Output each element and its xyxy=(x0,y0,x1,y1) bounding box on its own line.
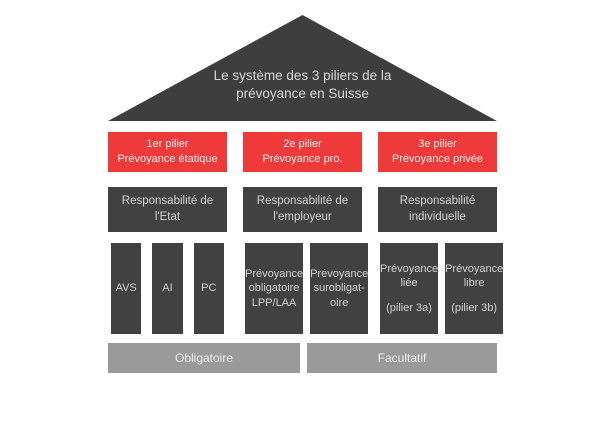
pillar-2-responsibility-line2: l'employeur xyxy=(273,210,332,223)
footer-obligatoire-label: Obligatoire xyxy=(174,351,234,365)
column-label-line: libre xyxy=(463,277,485,290)
column-prevoyance-surobligatoire: Prévoyance surobligat- oire xyxy=(310,243,369,334)
footer-obligatoire-bar: Obligatoire xyxy=(108,343,300,373)
pillar-3-columns: Prévoyance liée (pilier 3a) Prévoyance l… xyxy=(378,243,504,334)
column-label-line: Prévoyance xyxy=(380,263,439,276)
column-label-line: obligatoire xyxy=(248,282,300,295)
pillar-1-responsibility-line1: Responsabilité de xyxy=(121,194,214,207)
pillar-2-responsibility-line1: Responsabilité de xyxy=(256,194,349,207)
pillar-3-header: 3e pilier Prévoyance privée xyxy=(378,132,497,172)
column-avs: AVS xyxy=(111,243,142,334)
pillar-1-columns: AVS AI PC xyxy=(108,243,227,334)
diagram-title: Le système des 3 piliers de la prévoyanc… xyxy=(108,67,497,102)
column-ai: AI xyxy=(152,243,183,334)
diagram-title-line2: prévoyance en Suisse xyxy=(236,85,369,101)
column-prevoyance-obligatoire: Prévoyance obligatoire LPP/LAA xyxy=(245,243,304,334)
column-sublabel: (pilier 3b) xyxy=(451,301,498,314)
pillar-1-responsibility: Responsabilité de l'Etat xyxy=(108,187,227,232)
footer-facultatif-bar: Facultatif xyxy=(307,343,497,373)
column-label-line: LPP/LAA xyxy=(251,296,297,309)
diagram-title-line1: Le système des 3 piliers de la xyxy=(213,68,392,83)
pillar-1-header-line1: 1er pilier xyxy=(146,137,189,150)
pillar-3-responsibility-line1: Responsabilité xyxy=(399,194,476,207)
column-label-line: liée xyxy=(400,277,418,290)
pillar-2-columns: Prévoyance obligatoire LPP/LAA Prévoyanc… xyxy=(243,243,369,334)
pillar-3-responsibility: Responsabilité individuelle xyxy=(378,187,497,232)
pillar-2-header-line2: Prévoyance pro. xyxy=(262,153,343,165)
footer-row: Obligatoire Facultatif xyxy=(108,343,497,373)
pillar-columns-row: AVS AI PC Prévoyance obligatoire LPP/LAA… xyxy=(108,243,504,334)
pillar-1-responsibility-line2: l'Etat xyxy=(154,210,181,223)
column-prevoyance-liee: Prévoyance liée (pilier 3a) xyxy=(380,243,439,334)
pillar-header-row: 1er pilier Prévoyance étatique 2e pilier… xyxy=(108,132,497,172)
pillar-3-header-line1: 3e pilier xyxy=(418,137,457,150)
column-sublabel: (pilier 3a) xyxy=(386,301,432,314)
column-avs-label: AVS xyxy=(115,282,137,295)
column-label-line: Prévoyance xyxy=(310,268,369,281)
column-label-line: Prévoyance xyxy=(245,268,304,281)
pillar-3-responsibility-line2: individuelle xyxy=(409,210,466,223)
pillar-2-responsibility: Responsabilité de l'employeur xyxy=(243,187,362,232)
pillar-2-header-line1: 2e pilier xyxy=(283,137,322,150)
roof-triangle xyxy=(108,15,497,121)
column-pc-label: PC xyxy=(201,282,217,295)
column-label-line: surobligat- xyxy=(313,282,365,295)
column-label-line: Prévoyance xyxy=(445,263,504,276)
responsibility-row: Responsabilité de l'Etat Responsabilité … xyxy=(108,187,497,232)
pillar-2-header: 2e pilier Prévoyance pro. xyxy=(243,132,362,172)
column-pc: PC xyxy=(193,243,224,334)
column-label-line: oire xyxy=(329,296,349,309)
pillar-1-header: 1er pilier Prévoyance étatique xyxy=(108,132,227,172)
pillar-1-header-line2: Prévoyance étatique xyxy=(117,153,218,165)
pillar-3-header-line2: Prévoyance privée xyxy=(391,153,484,165)
footer-facultatif-label: Facultatif xyxy=(377,351,427,365)
column-prevoyance-libre: Prévoyance libre (pilier 3b) xyxy=(445,243,504,334)
column-ai-label: AI xyxy=(162,282,173,295)
